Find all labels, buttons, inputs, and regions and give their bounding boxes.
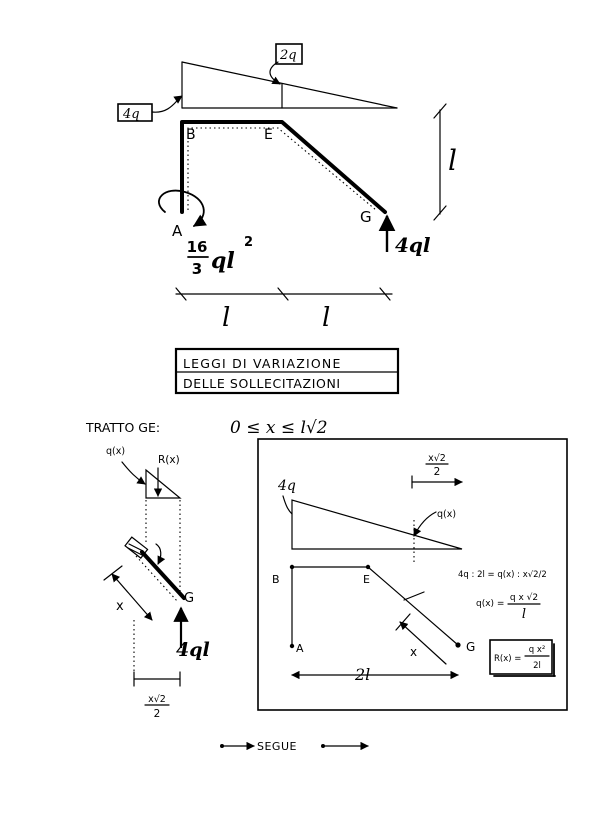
frame-inner-dotted-line (187, 127, 377, 211)
segment-label: TRATTO GE: (85, 420, 160, 435)
left-x-dimension (103, 565, 153, 621)
right-node-b: B (272, 573, 280, 586)
right-proj-den: 2 (434, 466, 441, 478)
node-g-label: G (360, 208, 372, 226)
svg-text:l: l (522, 607, 526, 622)
node-b-label: B (186, 127, 196, 143)
moment-arrow-a (158, 189, 207, 227)
moment-value-a: 16 3 ql 2 (187, 235, 253, 278)
right-frame-members (291, 566, 459, 647)
left-reaction-label: 4ql (176, 639, 210, 661)
right-qx-label: q(x) (437, 509, 456, 520)
svg-text:16: 16 (187, 238, 208, 256)
title-line-2: DELLE SOLLECITAZIONI (183, 376, 341, 391)
frame-structure: 4q 2q B E A G 16 3 ql 2 4ql l (117, 43, 457, 333)
title-line-1: LEGGI DI VARIAZIONE (183, 356, 342, 371)
height-dimension (433, 103, 447, 221)
right-load-label: 4q (277, 478, 296, 494)
left-x-label: x (116, 599, 124, 614)
right-span-label: 2l (354, 665, 370, 684)
distributed-load-diagram (151, 61, 398, 113)
svg-text:R(x) =: R(x) = (494, 654, 521, 664)
left-proj-num: x√2 (148, 694, 166, 705)
right-node-g: G (466, 640, 475, 654)
svg-text:ql: ql (211, 248, 235, 274)
svg-text:2: 2 (244, 235, 253, 250)
left-g-label: G (184, 591, 194, 606)
left-rx-label: R(x) (158, 454, 180, 466)
left-load-triangle (145, 468, 182, 499)
left-proj-den: 2 (154, 708, 161, 720)
svg-text:q x √2: q x √2 (510, 592, 538, 603)
svg-text:2l: 2l (533, 661, 541, 671)
right-load-triangle (291, 499, 463, 550)
height-label: l (448, 144, 457, 177)
right-proportion: 4q : 2l = q(x) : x√2/2 (458, 570, 547, 580)
rx-formula-box: R(x) = q x² 2l (489, 639, 556, 677)
left-qx-label: q(x) (106, 446, 125, 457)
reaction-g-label: 4ql (395, 233, 431, 257)
load-left-box (117, 103, 153, 122)
right-node-e: E (363, 573, 370, 586)
span-2-label: l (322, 303, 330, 333)
frame-members (180, 120, 387, 214)
load-right-box (275, 43, 303, 65)
title-box: LEGGI DI VARIAZIONE DELLE SOLLECITAZIONI (174, 347, 400, 395)
left-projection-dimension (133, 620, 181, 687)
right-x-label: x (410, 645, 417, 659)
qx-formula: q(x) = q x √2 l (476, 592, 541, 622)
node-a-label: A (172, 222, 183, 240)
right-proj-num: x√2 (428, 453, 446, 464)
load-left-label: 4q (122, 107, 140, 122)
span-dimension (175, 287, 393, 301)
segment-range: 0 ≤ x ≤ l√2 (230, 418, 328, 438)
right-detail-box: x√2 2 4q q(x) B E A G x 2l 4q : 2l = q(x… (257, 438, 568, 711)
right-node-a: A (296, 642, 304, 655)
svg-text:q x²: q x² (529, 645, 546, 655)
right-proj-dimension (411, 475, 463, 489)
span-1-label: l (222, 303, 230, 333)
load-right-label: 2q (279, 48, 297, 63)
footer-continue: SEGUE (220, 740, 369, 753)
svg-text:q(x) =: q(x) = (476, 599, 504, 609)
left-free-body-sketch: q(x) R(x) G x 4ql x√2 2 (103, 446, 210, 720)
cut-member (140, 550, 186, 600)
svg-text:3: 3 (192, 260, 202, 278)
right-x-dimension (395, 613, 447, 665)
node-e-label: E (264, 127, 273, 143)
footer-label: SEGUE (257, 740, 297, 753)
